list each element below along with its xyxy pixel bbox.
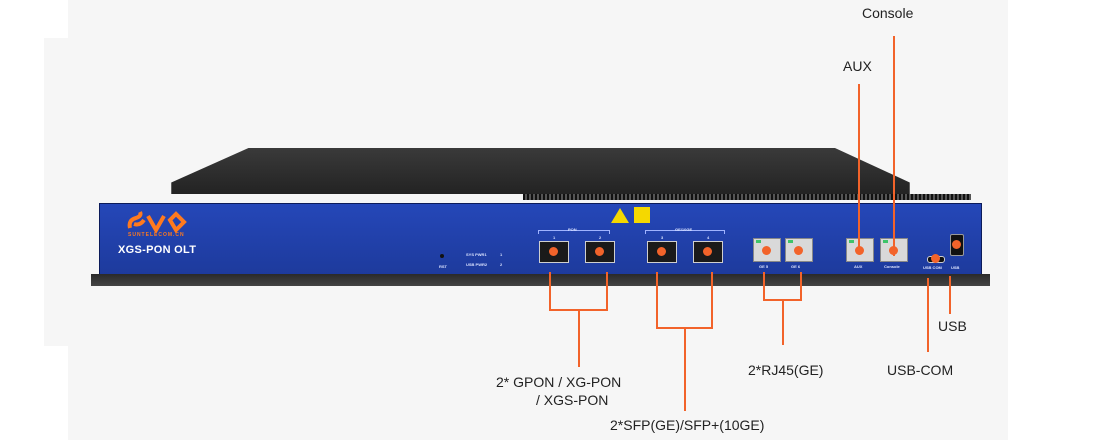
usb-label: USB: [938, 318, 967, 334]
sfp-port-label: 3: [661, 235, 664, 240]
aux-port[interactable]: [846, 238, 874, 262]
sfp-port-4[interactable]: [693, 241, 723, 263]
logo-icon: [127, 211, 187, 234]
port-marker: [703, 247, 712, 256]
model-name: XGS-PON OLT: [118, 244, 197, 256]
front-panel: SUNTELECOM.CN XGS-PON OLT RST SYS PWR1 U…: [99, 203, 982, 277]
console-callout-line: [893, 36, 895, 256]
pon-callout-line: [578, 309, 580, 367]
sfp-port-label: 4: [707, 235, 710, 240]
rj45-callout-line: [800, 272, 802, 300]
led-label: 1: [500, 252, 503, 257]
console-port-label: Console: [884, 264, 900, 269]
pon-bracket: [538, 230, 610, 234]
pon-group-label: PON: [568, 227, 577, 232]
rj45-port-label: GE 6: [791, 264, 801, 269]
pon-port-1[interactable]: [539, 241, 569, 263]
pon-port-label: 2: [599, 235, 602, 240]
pon-callout-line: [606, 272, 608, 310]
usb-com-port[interactable]: [927, 254, 945, 263]
rst-label: RST: [439, 264, 447, 269]
usb-com-label: USB-COM: [887, 362, 954, 378]
rj45-port-label: GE 5: [759, 264, 769, 269]
sfp-port-3[interactable]: [647, 241, 677, 263]
brand-text: SUNTELECOM.CN: [128, 232, 185, 238]
port-marker: [657, 247, 666, 256]
led-label: SYS PWR1: [466, 252, 487, 257]
rj45-port-5[interactable]: [753, 238, 781, 262]
usb-port[interactable]: [950, 234, 964, 256]
ge-bracket: [645, 230, 725, 234]
usb-port-label: USB: [951, 265, 960, 270]
chassis-top: [171, 148, 910, 194]
console-label: Console: [862, 5, 914, 21]
rj45-label: 2*RJ45(GE): [748, 362, 824, 378]
port-marker: [952, 240, 961, 249]
chassis-bottom: [91, 274, 990, 286]
pon-label-line2: / XGS-PON: [536, 392, 609, 408]
pon-port-label: 1: [553, 235, 556, 240]
port-led: [756, 240, 761, 243]
port-led: [849, 240, 854, 243]
pon-label-line1: 2* GPON / XG-PON: [496, 374, 622, 390]
port-marker: [931, 254, 940, 263]
rj45-callout-line: [782, 299, 784, 345]
reset-button[interactable]: [440, 254, 444, 258]
usb-com-callout-line: [927, 278, 929, 352]
warning-label-icon: [634, 207, 650, 223]
aux-port-label: AUX: [854, 264, 863, 269]
port-led: [788, 240, 793, 243]
port-led: [883, 240, 888, 243]
led-label: USB PWR2: [466, 262, 488, 267]
olt-device: SUNTELECOM.CN XGS-PON OLT RST SYS PWR1 U…: [91, 148, 990, 286]
port-marker: [595, 247, 604, 256]
rj45-port-6[interactable]: [785, 238, 813, 262]
laser-warning-icon: [611, 208, 629, 223]
port-marker: [549, 247, 558, 256]
led-label: 2: [500, 262, 503, 267]
sfp-callout-line: [656, 272, 658, 328]
usb-callout-line: [949, 276, 951, 314]
port-marker: [794, 246, 803, 255]
pon-callout-line: [549, 272, 551, 310]
usb-com-port-label: USB COM: [923, 265, 942, 270]
background-step: [44, 38, 70, 346]
aux-label: AUX: [843, 58, 872, 74]
aux-callout-line: [858, 84, 860, 254]
vent-grille: [523, 194, 971, 200]
pon-port-2[interactable]: [585, 241, 615, 263]
ge-group-label: GE/10GE: [675, 227, 693, 232]
port-marker: [762, 246, 771, 255]
sfp-callout-line: [711, 272, 713, 328]
rj45-callout-line: [763, 272, 765, 300]
sfp-label: 2*SFP(GE)/SFP+(10GE): [610, 417, 765, 433]
sfp-callout-line: [684, 327, 686, 411]
